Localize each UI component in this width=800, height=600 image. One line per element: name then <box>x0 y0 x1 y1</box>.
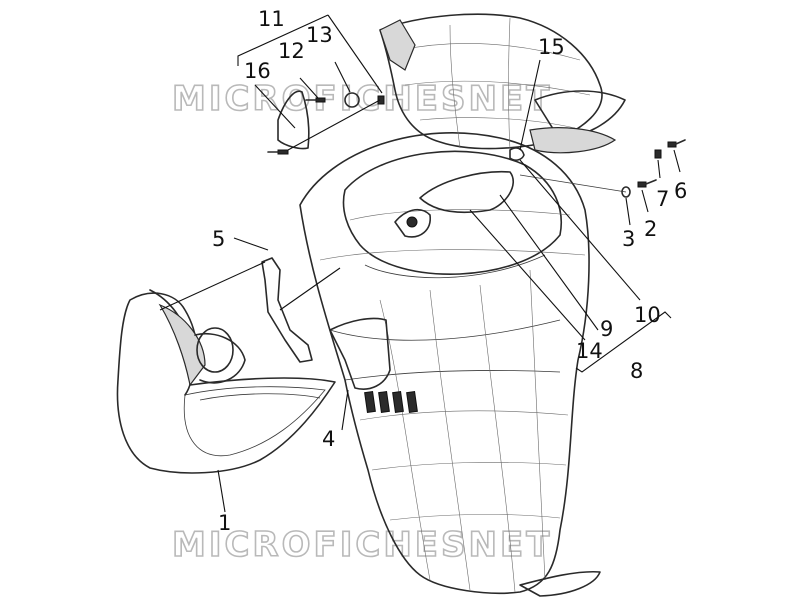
callout-5: 5 <box>212 227 225 251</box>
watermark-bottom: MICROFICHESNET <box>172 525 552 565</box>
watermark-top: MICROFICHESNET <box>172 79 552 119</box>
headlight-assembly-part <box>116 289 336 474</box>
callout-10: 10 <box>634 303 661 327</box>
bracket-part <box>261 257 313 363</box>
screw-12-part <box>305 97 326 103</box>
leader-lines <box>159 14 681 513</box>
callout-6: 6 <box>674 179 687 203</box>
callout-16: 16 <box>244 59 271 83</box>
washer-3-part <box>621 186 631 198</box>
callout-11: 11 <box>258 7 285 31</box>
callout-3: 3 <box>622 227 635 251</box>
callout-4: 4 <box>322 427 335 451</box>
screw-6-part <box>667 139 686 148</box>
callout-15: 15 <box>538 35 565 59</box>
callout-8: 8 <box>630 359 643 383</box>
vent-slots <box>364 390 418 414</box>
washer-7-part <box>654 149 662 159</box>
callout-13: 13 <box>306 23 333 47</box>
callout-12: 12 <box>278 39 305 63</box>
screw-lower-part <box>267 149 289 155</box>
handlebar-cover-part <box>379 13 626 154</box>
screw-2-part <box>637 179 657 188</box>
callout-14: 14 <box>576 339 603 363</box>
front-shield-part <box>299 131 601 597</box>
callout-2: 2 <box>644 217 657 241</box>
grommet-13-part <box>344 92 360 108</box>
callout-7: 7 <box>656 187 669 211</box>
callout-1: 1 <box>218 511 231 535</box>
callout-9: 9 <box>600 317 613 341</box>
key-lock-cover-part <box>394 147 525 238</box>
clip-part <box>377 95 385 105</box>
mirror-cover-part <box>277 90 310 150</box>
